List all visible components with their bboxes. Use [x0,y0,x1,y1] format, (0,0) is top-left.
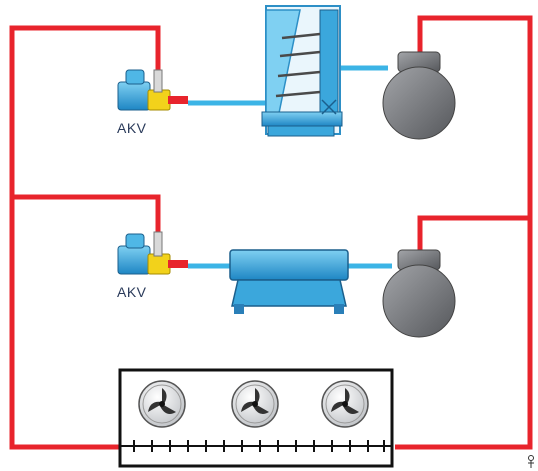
condenser-fins [133,440,385,452]
lower-liquid-branch [12,194,161,232]
lower-valve-label: AKV [117,284,147,300]
upper-discharge-line [395,15,533,450]
condenser-fan-icon [138,380,186,428]
lower-compressor-icon [382,249,456,338]
suction-lines [188,65,392,269]
condenser-fan-icon [231,380,279,428]
evaporator-icon [229,249,349,314]
condenser-icon [118,368,394,468]
upper-valve-label: AKV [117,120,147,136]
discharge-lines [9,15,533,450]
left-liquid-line [9,25,161,450]
condenser-fan-icon [321,380,369,428]
lower-expansion-valve-icon [117,231,188,275]
upper-expansion-valve-icon [117,69,188,111]
display-case-icon [261,5,343,137]
corner-mark-icon [528,455,534,468]
lower-discharge-line [417,215,530,252]
upper-compressor-icon [382,51,456,140]
